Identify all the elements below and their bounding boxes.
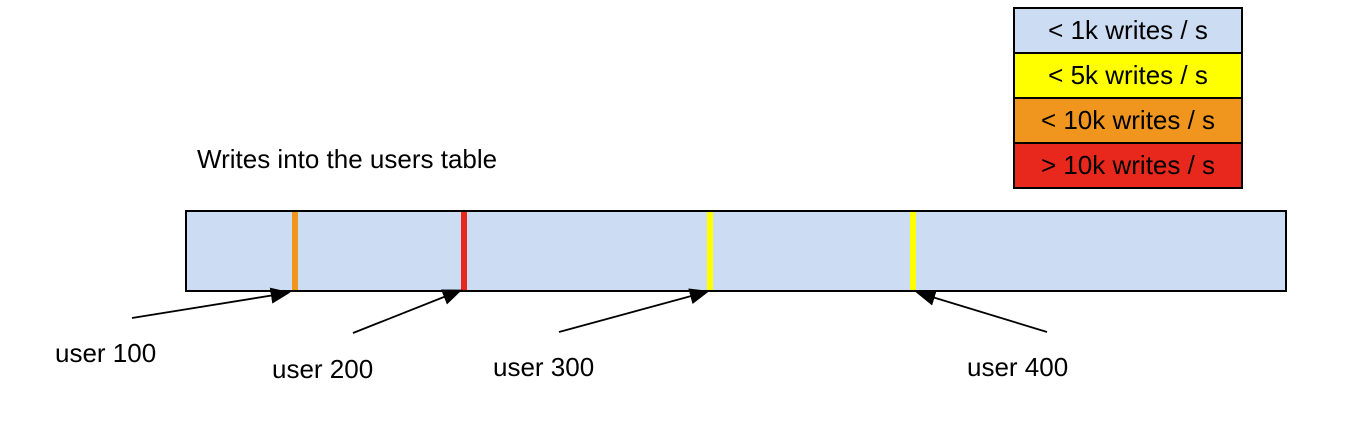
write-rate-marker-user-100 (291, 212, 298, 290)
legend-item: < 5k writes / s (1013, 52, 1243, 99)
diagram-title: Writes into the users table (197, 144, 498, 174)
arrow-user-300 (558, 288, 710, 333)
arrow-user-200 (352, 289, 463, 334)
user-label-100: user 100 (55, 338, 157, 368)
legend: < 1k writes / s < 5k writes / s < 10k wr… (1013, 7, 1243, 189)
legend-item: > 10k writes / s (1013, 142, 1243, 189)
user-label-400: user 400 (967, 352, 1069, 382)
user-label-300: user 300 (493, 352, 595, 382)
user-label-200: user 200 (272, 354, 374, 384)
users-table-bar (185, 210, 1287, 292)
write-rate-marker-user-400 (909, 212, 916, 290)
arrow-user-400 (915, 289, 1048, 333)
arrow-user-100 (131, 287, 291, 319)
write-rate-marker-user-200 (460, 212, 467, 290)
write-rate-marker-user-300 (706, 212, 713, 290)
legend-item: < 1k writes / s (1013, 7, 1243, 54)
legend-item: < 10k writes / s (1013, 97, 1243, 144)
